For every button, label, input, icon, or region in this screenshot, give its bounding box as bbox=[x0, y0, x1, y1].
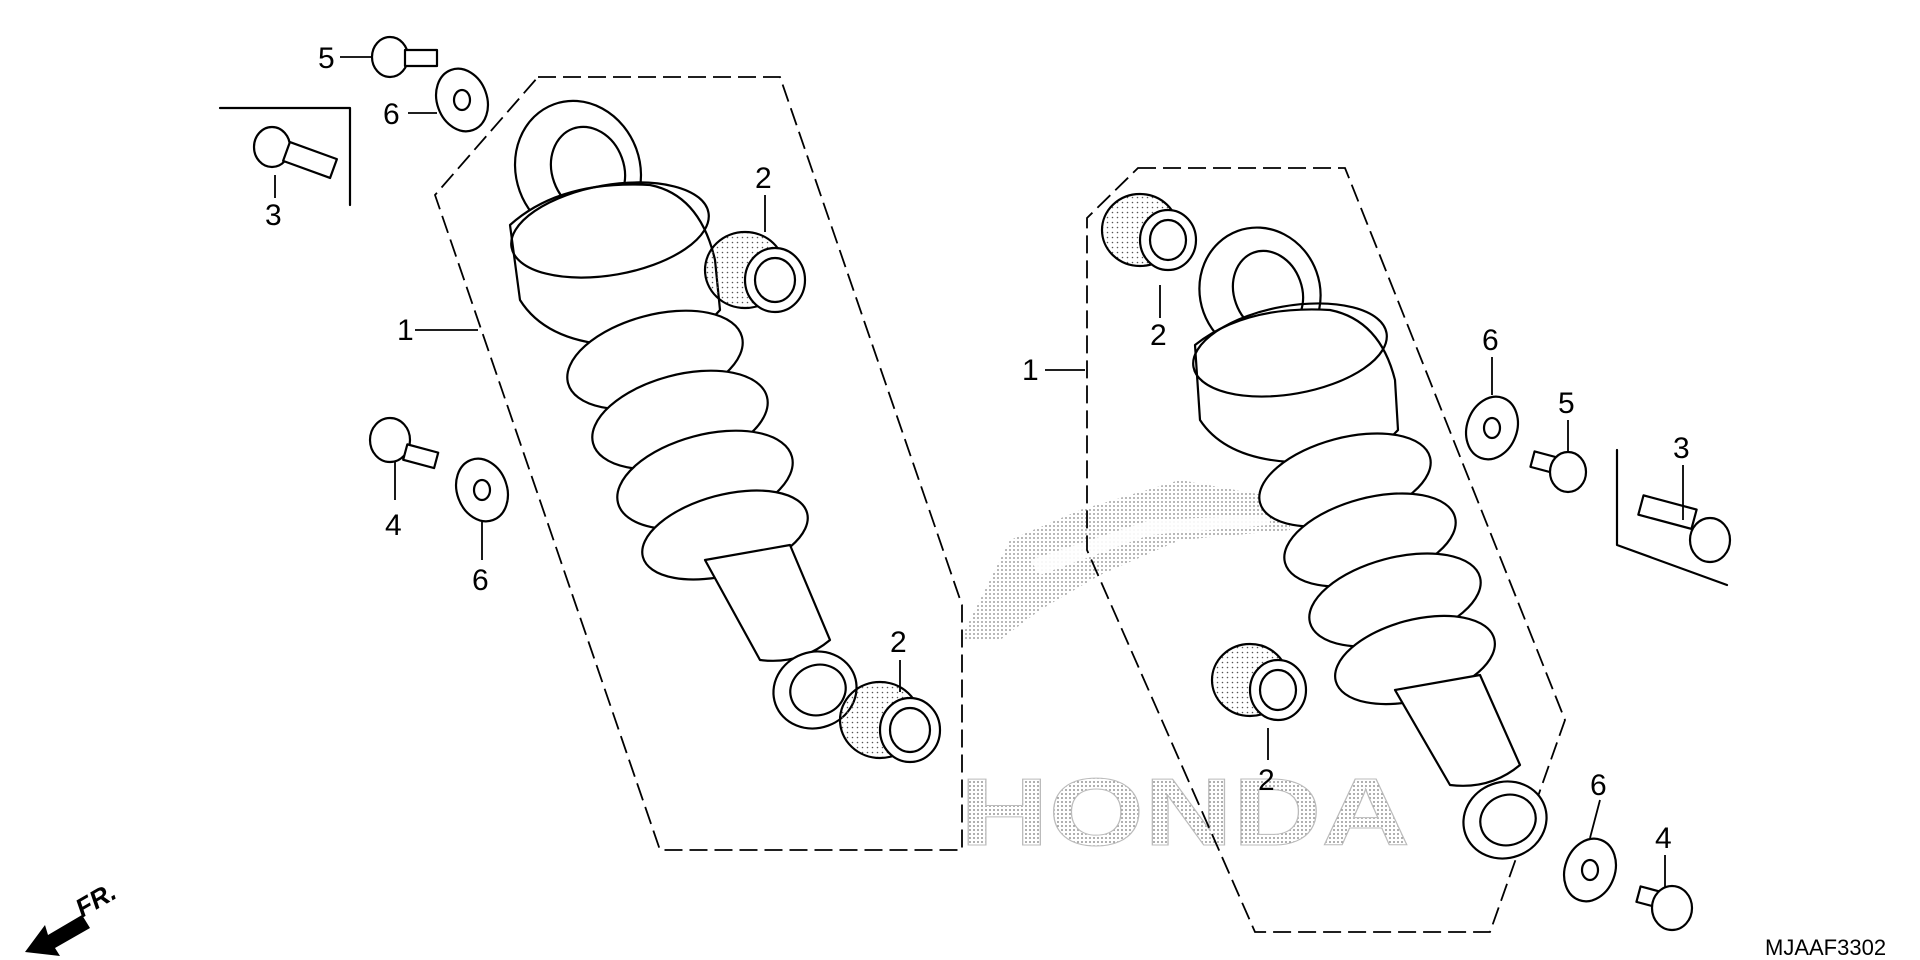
right-bushing-top bbox=[1100, 192, 1198, 272]
left-bushing-bottom bbox=[838, 680, 942, 764]
left-washer-6-top bbox=[434, 67, 490, 133]
right-shock-bottom-eye-hole bbox=[1479, 793, 1537, 847]
left-bolt-5 bbox=[370, 35, 439, 79]
callout-6-left-top: 6 bbox=[383, 98, 400, 131]
callout-2-left-bottom: 2 bbox=[890, 626, 907, 659]
honda-wing-logo bbox=[960, 480, 1290, 640]
right-washer-6-lower bbox=[1562, 837, 1618, 903]
callout-6-right-lower: 6 bbox=[1590, 769, 1607, 802]
callout-2-right-bottom: 2 bbox=[1258, 764, 1275, 797]
leader-lines bbox=[274, 56, 1684, 888]
right-bushing-bottom bbox=[1210, 642, 1308, 722]
left-bolt-4 bbox=[368, 416, 440, 470]
front-direction-label: FR. bbox=[70, 876, 121, 923]
right-bolt-3-bracket bbox=[1615, 448, 1732, 587]
right-assembly-boundary bbox=[1086, 167, 1566, 933]
callout-4-right: 4 bbox=[1655, 822, 1672, 855]
right-washer-6-top bbox=[1464, 395, 1520, 461]
front-direction-indicator: FR. bbox=[25, 876, 121, 956]
left-shock-assembly bbox=[433, 76, 963, 851]
callout-6-right-top: 6 bbox=[1482, 324, 1499, 357]
left-shock-lower-tube bbox=[703, 543, 832, 662]
callout-2-left-top: 2 bbox=[755, 162, 772, 195]
callout-5-right: 5 bbox=[1558, 387, 1575, 420]
callout-6-left-lower: 6 bbox=[472, 564, 489, 597]
right-bolt-5 bbox=[1529, 450, 1588, 494]
right-shock-body-cap bbox=[1193, 308, 1400, 464]
callout-3-left: 3 bbox=[265, 199, 282, 232]
honda-wing-stripe bbox=[1030, 515, 1270, 575]
callout-3-right: 3 bbox=[1673, 432, 1690, 465]
callout-2-right-top: 2 bbox=[1150, 319, 1167, 352]
diagram-code: MJAAF3302 bbox=[1765, 935, 1886, 960]
left-shock-bottom-eye-hole bbox=[789, 663, 847, 717]
callout-4-left: 4 bbox=[385, 509, 402, 542]
honda-watermark-text: HONDA bbox=[960, 759, 1410, 866]
right-bolt-4 bbox=[1635, 884, 1694, 932]
front-arrow-icon bbox=[25, 915, 90, 956]
left-bushing-top bbox=[703, 230, 807, 314]
left-shock-body-rim bbox=[510, 181, 710, 279]
right-shock-lower-tube bbox=[1393, 673, 1522, 787]
right-shock-assembly bbox=[1086, 167, 1566, 933]
right-shock-body-rim bbox=[1192, 302, 1388, 398]
left-assembly-boundary bbox=[433, 76, 963, 851]
callout-5-left: 5 bbox=[318, 42, 335, 75]
honda-watermark: HONDA bbox=[960, 480, 1411, 867]
left-bolt-3-bracket bbox=[218, 106, 352, 207]
left-washer-6-lower bbox=[454, 457, 510, 523]
callout-1-right: 1 bbox=[1022, 354, 1039, 387]
callout-1-left: 1 bbox=[397, 314, 414, 347]
